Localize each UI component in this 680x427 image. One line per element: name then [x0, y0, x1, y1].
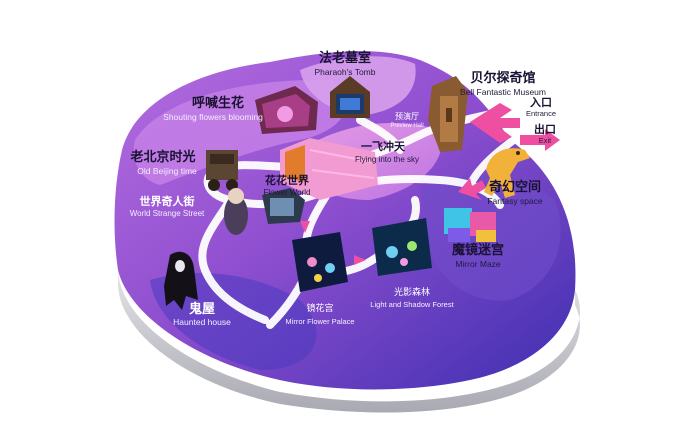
flower-world-label-cn: 花花世界 — [265, 174, 309, 187]
fantasy-space-label-en: Fantasy space — [487, 196, 543, 206]
flying-sky-label-cn: 一飞冲天 — [361, 140, 405, 153]
flower-world-label-en: Flower World — [263, 188, 311, 197]
light-shadow-forest-label-cn: 光影森林 — [393, 288, 431, 298]
entrance-label-cn[interactable]: 入口 — [530, 96, 552, 109]
preview-hall-label-en: Preview Hall — [390, 123, 424, 129]
bell-museum-structure[interactable] — [428, 76, 468, 152]
light-shadow-forest-scene[interactable] — [372, 218, 432, 276]
fantasy-dinosaur[interactable] — [484, 148, 530, 198]
haunted-house-label-cn: 鬼屋 — [188, 302, 216, 317]
haunted-house-label-en: Haunted house — [173, 317, 231, 327]
bell-museum-label-cn: 贝尔探奇馆 — [470, 71, 536, 86]
flying-sky-label-en: Flying into the sky — [354, 155, 420, 164]
mirror-maze-label-cn: 魔镜迷宫 — [451, 243, 505, 258]
old-beijing-label-en: Old Beijing time — [137, 166, 197, 176]
pharaoh-tomb-building[interactable] — [330, 76, 370, 118]
old-beijing-label-cn: 老北京时光 — [130, 150, 196, 165]
flower-world-booth[interactable] — [262, 188, 305, 224]
mirror-maze-cubes[interactable] — [444, 208, 496, 242]
bell-museum-label-en: Bell Fantastic Museum — [460, 87, 546, 97]
old-beijing-cart[interactable] — [206, 150, 238, 191]
exit-label-en[interactable]: Exit — [538, 136, 552, 145]
strange-street-figure[interactable] — [224, 188, 248, 235]
preview-hall-label-cn: 预演厅 — [395, 112, 419, 121]
mirror-maze-label-en: Mirror Maze — [455, 259, 501, 269]
pharaoh-tomb-label-cn: 法老墓室 — [318, 51, 372, 66]
mirror-flower-palace-label-cn: 镜花宫 — [306, 304, 334, 314]
mirror-flower-palace-label-en: Mirror Flower Palace — [285, 317, 355, 326]
entrance-label-en[interactable]: Entrance — [525, 109, 557, 118]
light-shadow-forest-label-en: Light and Shadow Forest — [370, 300, 454, 309]
exit-label-cn[interactable]: 出口 — [534, 123, 556, 136]
mirror-flower-palace-scene[interactable] — [292, 232, 348, 292]
strange-street-label-cn: 世界奇人街 — [139, 195, 195, 208]
fantasy-space-label-cn: 奇幻空间 — [488, 180, 542, 195]
shouting-flowers-booth[interactable] — [255, 86, 318, 134]
pharaoh-tomb-label-en: Pharaoh's Tomb — [314, 67, 376, 77]
shouting-flowers-label-en: Shouting flowers blooming — [163, 112, 263, 122]
shouting-flowers-label-cn: 呼喊生花 — [191, 96, 245, 111]
flying-sky-structure[interactable] — [280, 138, 378, 200]
haunted-reaper-figure[interactable] — [164, 251, 198, 310]
strange-street-label-en: World Strange Street — [129, 209, 205, 218]
